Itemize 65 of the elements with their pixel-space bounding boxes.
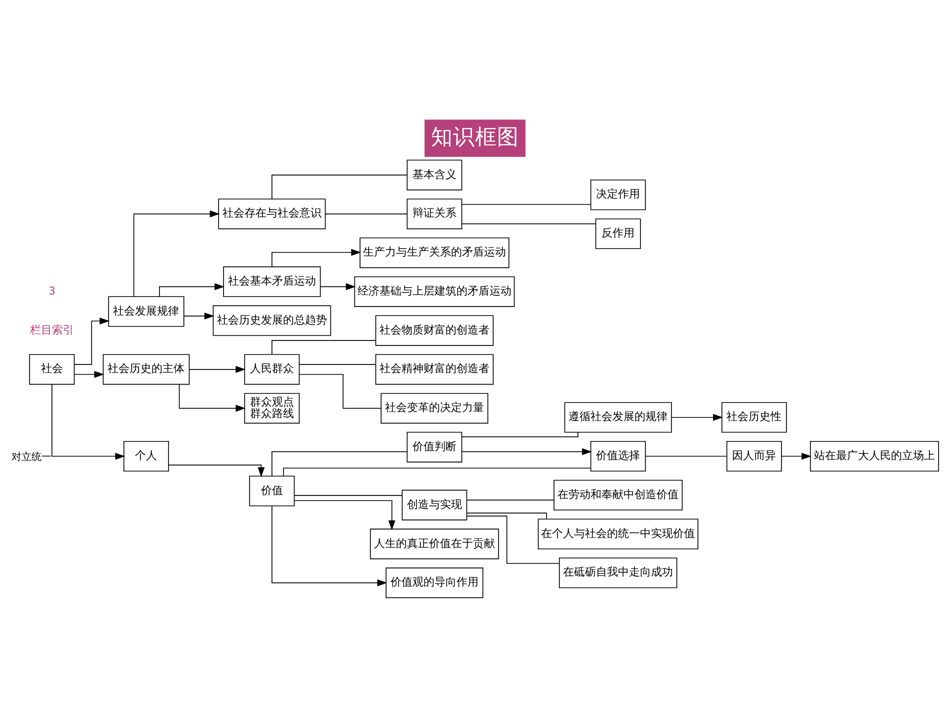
arrow — [159, 282, 224, 296]
connector — [645, 455, 728, 456]
arrow — [294, 500, 396, 530]
node-box: 遵循社会发展的规律 — [564, 402, 672, 432]
node-box: 社会历史的主体 — [102, 354, 190, 384]
arrow — [320, 282, 356, 290]
node-box: 社会历史性 — [721, 402, 787, 432]
arrow — [168, 464, 265, 477]
arrow — [74, 370, 104, 378]
node-box: 生产力与生产关系的矛盾运动 — [360, 236, 510, 268]
node-box: 社会变革的决定力量 — [380, 392, 488, 424]
node-box: 社会历史发展的总趋势 — [212, 304, 332, 336]
connector — [272, 174, 408, 199]
node-box: 在砥砺自我中走向成功 — [558, 557, 678, 588]
connector — [462, 222, 596, 224]
arrow — [74, 317, 110, 364]
node-box: 群众观点 群众路线 — [244, 392, 300, 424]
arrow — [184, 312, 214, 320]
arrow — [781, 452, 812, 460]
node-box: 个人 — [123, 440, 169, 472]
diagram-title: 知识框图 — [431, 124, 520, 150]
node-box: 在个人与社会的统一中实现价值 — [538, 518, 698, 549]
label: 3 — [48, 284, 56, 297]
node-box: 社会存在与社会意识 — [218, 198, 326, 229]
connector — [466, 512, 547, 519]
node-box: 人民群众 — [244, 354, 300, 384]
connector — [461, 431, 578, 437]
node-box: 价值判断 — [406, 431, 462, 462]
connector — [272, 340, 376, 354]
node-box: 因人而异 — [726, 440, 782, 472]
node-box: 价值 — [249, 475, 295, 506]
node-box: 社会精神财富的创造者 — [375, 354, 494, 384]
node-box: 社会发展规律 — [108, 296, 184, 326]
connector — [298, 373, 382, 408]
node-box: 社会基本矛盾运动 — [223, 266, 321, 297]
connector — [324, 213, 408, 214]
connector — [294, 494, 402, 496]
arrow — [272, 505, 388, 586]
node-box: 价值选择 — [590, 440, 646, 472]
arrow — [462, 448, 592, 455]
arrow — [178, 383, 246, 412]
connector — [466, 499, 554, 500]
connector — [283, 467, 592, 476]
node-box: 决定作用 — [590, 179, 646, 210]
node-box: 社会 — [29, 354, 75, 384]
edge-label: 对立统一 — [12, 452, 52, 463]
node-box: 创造与实现 — [402, 489, 468, 520]
arrow — [272, 248, 362, 267]
node-box: 人生的真正价值在于贡献 — [370, 528, 499, 559]
node-box: 社会物质财富的创造者 — [375, 314, 494, 346]
label: 栏目索引 — [30, 322, 74, 336]
connector — [462, 203, 592, 204]
arrow — [133, 210, 220, 296]
connector — [466, 515, 560, 564]
node-box: 在劳动和奉献中创造价值 — [554, 479, 683, 510]
node-box: 辩证关系 — [406, 198, 462, 229]
arrow — [671, 413, 723, 420]
connector — [272, 450, 408, 476]
node-box: 经济基础与上层建筑的矛盾运动 — [354, 276, 515, 306]
node-box: 基本含义 — [406, 159, 462, 190]
node-box: 站在最广大人民的立场上 — [810, 440, 940, 472]
arrow — [52, 384, 126, 460]
node-box: 价值观的导向作用 — [386, 567, 484, 598]
arrow — [189, 365, 246, 372]
node-box: 反作用 — [595, 218, 641, 249]
